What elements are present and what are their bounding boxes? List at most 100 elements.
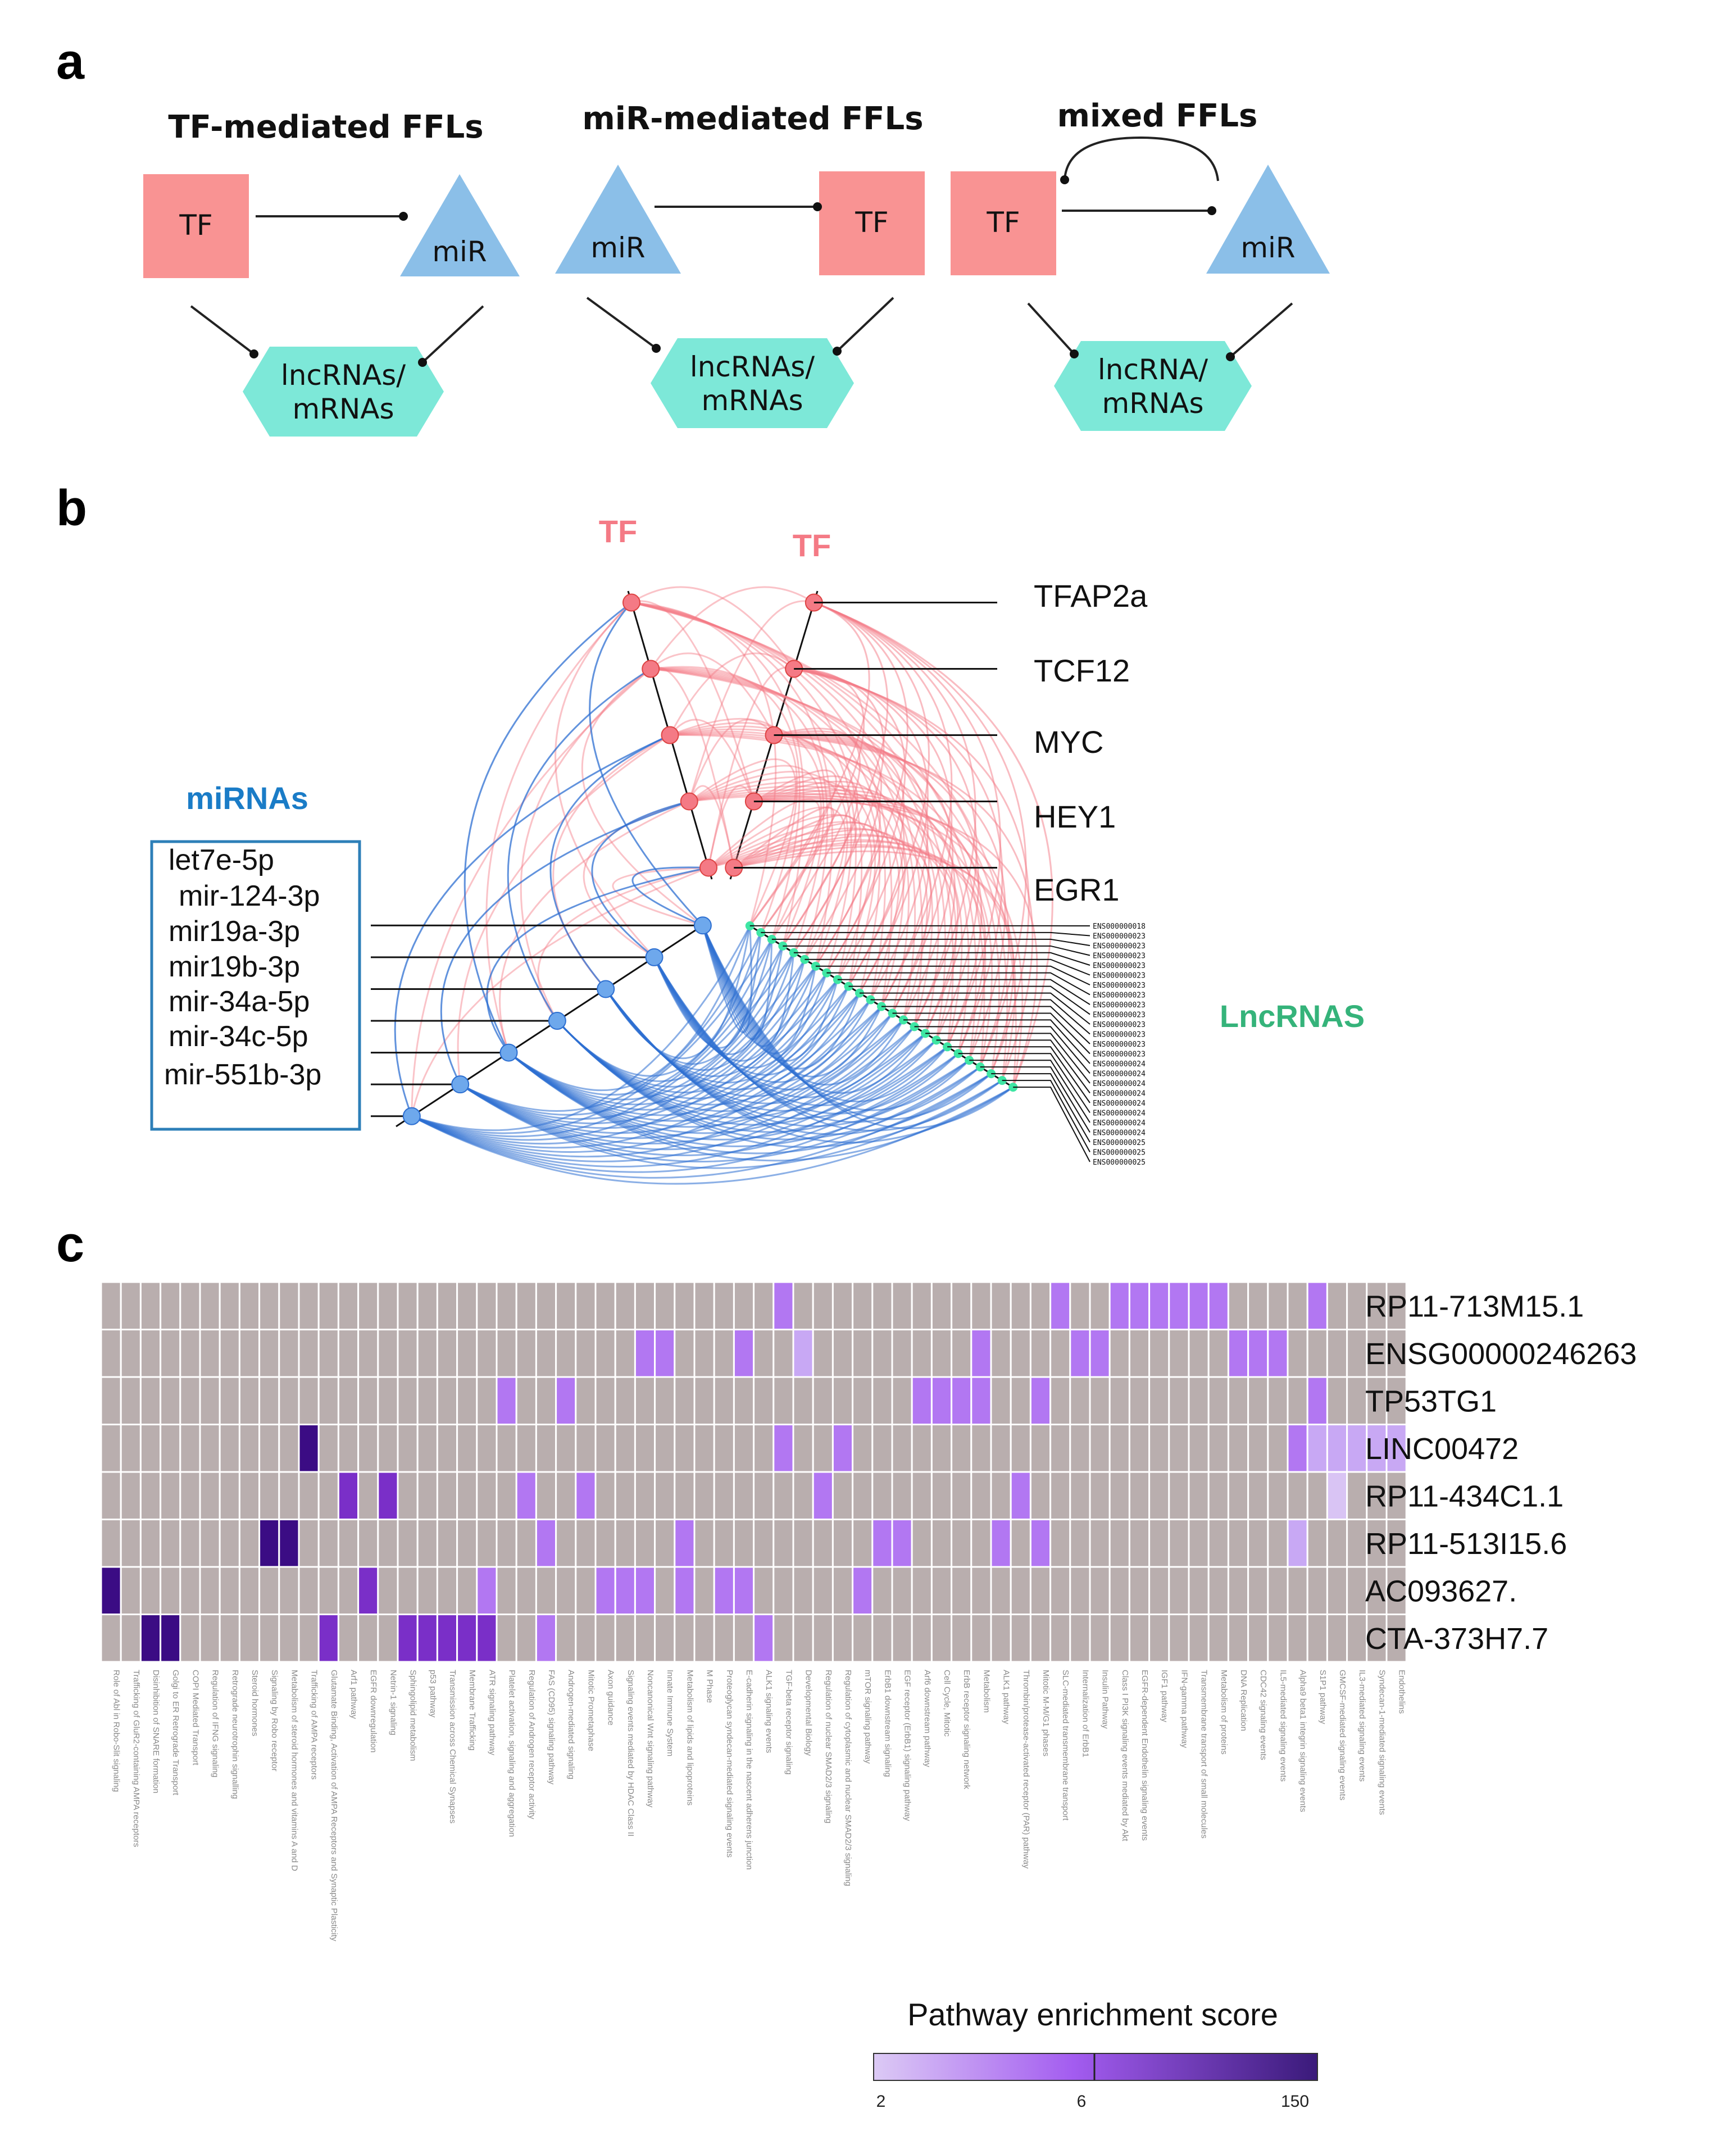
heatmap-cell <box>891 1471 913 1520</box>
edge-mirna-tf <box>486 867 709 1053</box>
heatmap-cell <box>1267 1519 1289 1568</box>
heatmap-cell <box>278 1614 300 1663</box>
pathway-label: Thrombin/protease-activated receptor (PA… <box>1021 1670 1031 1869</box>
heatmap-cell <box>298 1281 320 1330</box>
heatmap-cell <box>1227 1424 1249 1473</box>
heatmap-cell <box>1168 1471 1190 1520</box>
heatmap-cell <box>594 1519 616 1568</box>
pathway-label: Androgen-mediated signaling <box>566 1670 576 1779</box>
heatmap-cell <box>357 1329 379 1378</box>
heatmap-cell-enriched <box>1010 1471 1031 1520</box>
heatmap-cell-enriched <box>1108 1281 1130 1330</box>
heatmap-cell <box>891 1329 913 1378</box>
heatmap-cell <box>1168 1614 1190 1663</box>
heatmap-cell-enriched <box>990 1519 1012 1568</box>
heatmap-cell <box>238 1519 261 1568</box>
heatmap-cell <box>337 1614 360 1663</box>
heatmap-cell-enriched <box>753 1614 775 1663</box>
pathway-label: TGF-beta receptor signaling <box>784 1670 793 1775</box>
heatmap-cell <box>852 1519 874 1568</box>
heatmap-cell <box>298 1471 320 1520</box>
heatmap-cell <box>199 1519 221 1568</box>
hive-plot <box>371 586 1090 1185</box>
heatmap-cell <box>1069 1614 1091 1663</box>
heatmap-cell <box>179 1376 201 1425</box>
heatmap-cell-enriched <box>298 1424 320 1473</box>
lncrna-leader <box>991 1073 1090 1143</box>
heatmap-cell <box>1168 1519 1190 1568</box>
gene-label: LINC00472 <box>1365 1432 1519 1466</box>
heatmap-cell <box>337 1281 360 1330</box>
heatmap-cell <box>515 1376 537 1425</box>
heatmap-cell <box>219 1614 240 1663</box>
edge-mirna-lncrna <box>460 946 784 1116</box>
heatmap-cell <box>674 1614 696 1663</box>
edge-tf-lncrna <box>669 717 798 933</box>
mirna-list: let7e-5pmir-124-3pmir19a-3pmir19b-3pmir-… <box>164 844 321 1091</box>
pathway-label: Glutamate Binding, Activation of AMPA Re… <box>329 1670 339 1942</box>
heatmap-cell-enriched <box>575 1471 597 1520</box>
heatmap-cell <box>1010 1566 1031 1615</box>
heatmap-cell <box>634 1424 656 1473</box>
heatmap-cell <box>1287 1566 1308 1615</box>
tf-node-a <box>661 726 679 744</box>
edge-mirna-lncrna <box>411 1059 970 1173</box>
heatmap-cell <box>693 1614 715 1663</box>
mir-node <box>1206 165 1330 274</box>
edge-tf-lncrna <box>814 602 1053 1088</box>
mirna-label: mir-34c-5p <box>169 1020 308 1053</box>
ffl-tf-mediated: TF miR lncRNAs/ mRNAs <box>143 174 520 437</box>
colorbar-tick-2: 2 <box>876 2092 886 2111</box>
pathway-label: Arf6 downstream pathway <box>922 1670 932 1767</box>
heatmap-cell <box>238 1376 261 1425</box>
heatmap-cell <box>278 1329 300 1378</box>
heatmap-cell <box>1029 1281 1052 1330</box>
heatmap-cell-enriched <box>713 1566 735 1615</box>
heatmap-cell <box>1247 1519 1269 1568</box>
heatmap-cell <box>693 1566 715 1615</box>
heatmap-cell <box>1306 1471 1328 1520</box>
heatmap-cell <box>476 1281 498 1330</box>
pathway-label: Trafficking of GluR2-containing AMPA rec… <box>131 1670 141 1847</box>
heatmap-cell <box>535 1376 557 1425</box>
edge-tf-lncrna <box>749 602 870 926</box>
heatmap-cell <box>812 1281 834 1330</box>
heatmap-cell <box>397 1376 419 1425</box>
heatmap-cell <box>139 1281 162 1330</box>
heatmap-cell <box>1108 1471 1130 1520</box>
heatmap-cell <box>397 1471 419 1520</box>
edge-mirna-lncrna <box>460 985 849 1129</box>
heatmap-cell <box>160 1424 181 1473</box>
heatmap-cell <box>1010 1424 1031 1473</box>
pathway-label: IL3-mediated signaling events <box>1357 1670 1367 1782</box>
heatmap-cell <box>160 1566 181 1615</box>
edge-tf-lncrna <box>631 602 985 1067</box>
heatmap-cell <box>377 1376 399 1425</box>
heatmap-cell-enriched <box>812 1471 834 1520</box>
heatmap-cell <box>713 1424 735 1473</box>
heatmap-cell <box>733 1281 755 1330</box>
heatmap-cell <box>160 1329 181 1378</box>
pathway-label: Membrane Trafficking <box>467 1670 477 1751</box>
heatmap-cell <box>179 1614 201 1663</box>
heatmap-cell-enriched <box>258 1519 280 1568</box>
heatmap-cell <box>1128 1566 1151 1615</box>
heatmap-cell <box>812 1424 834 1473</box>
heatmap-cell <box>496 1471 517 1520</box>
pathway-label: ErbB1 downstream signaling <box>883 1670 892 1777</box>
mirna-label: mir-34a-5p <box>169 985 310 1018</box>
heatmap-cell-enriched <box>1306 1424 1328 1473</box>
ffl-mixed: TF miR lncRNA/ mRNAs <box>951 136 1330 431</box>
edge-mirna-tf <box>591 801 690 958</box>
heatmap-cell <box>238 1281 261 1330</box>
panel-a: a TF-mediated FFLs miR-mediated FFLs mix… <box>56 34 1330 437</box>
heatmap-cell-enriched <box>160 1614 181 1663</box>
heatmap-cell <box>1326 1376 1348 1425</box>
lncrna-leader <box>958 1053 1090 1114</box>
heatmap-cell <box>1128 1329 1151 1378</box>
heatmap-cell <box>1128 1424 1151 1473</box>
heatmap-cell <box>1306 1519 1328 1568</box>
heatmap-cell-enriched <box>1326 1424 1348 1473</box>
pathway-label: Axon guidance <box>606 1670 616 1725</box>
edge-mirna-lncrna <box>411 939 773 1134</box>
